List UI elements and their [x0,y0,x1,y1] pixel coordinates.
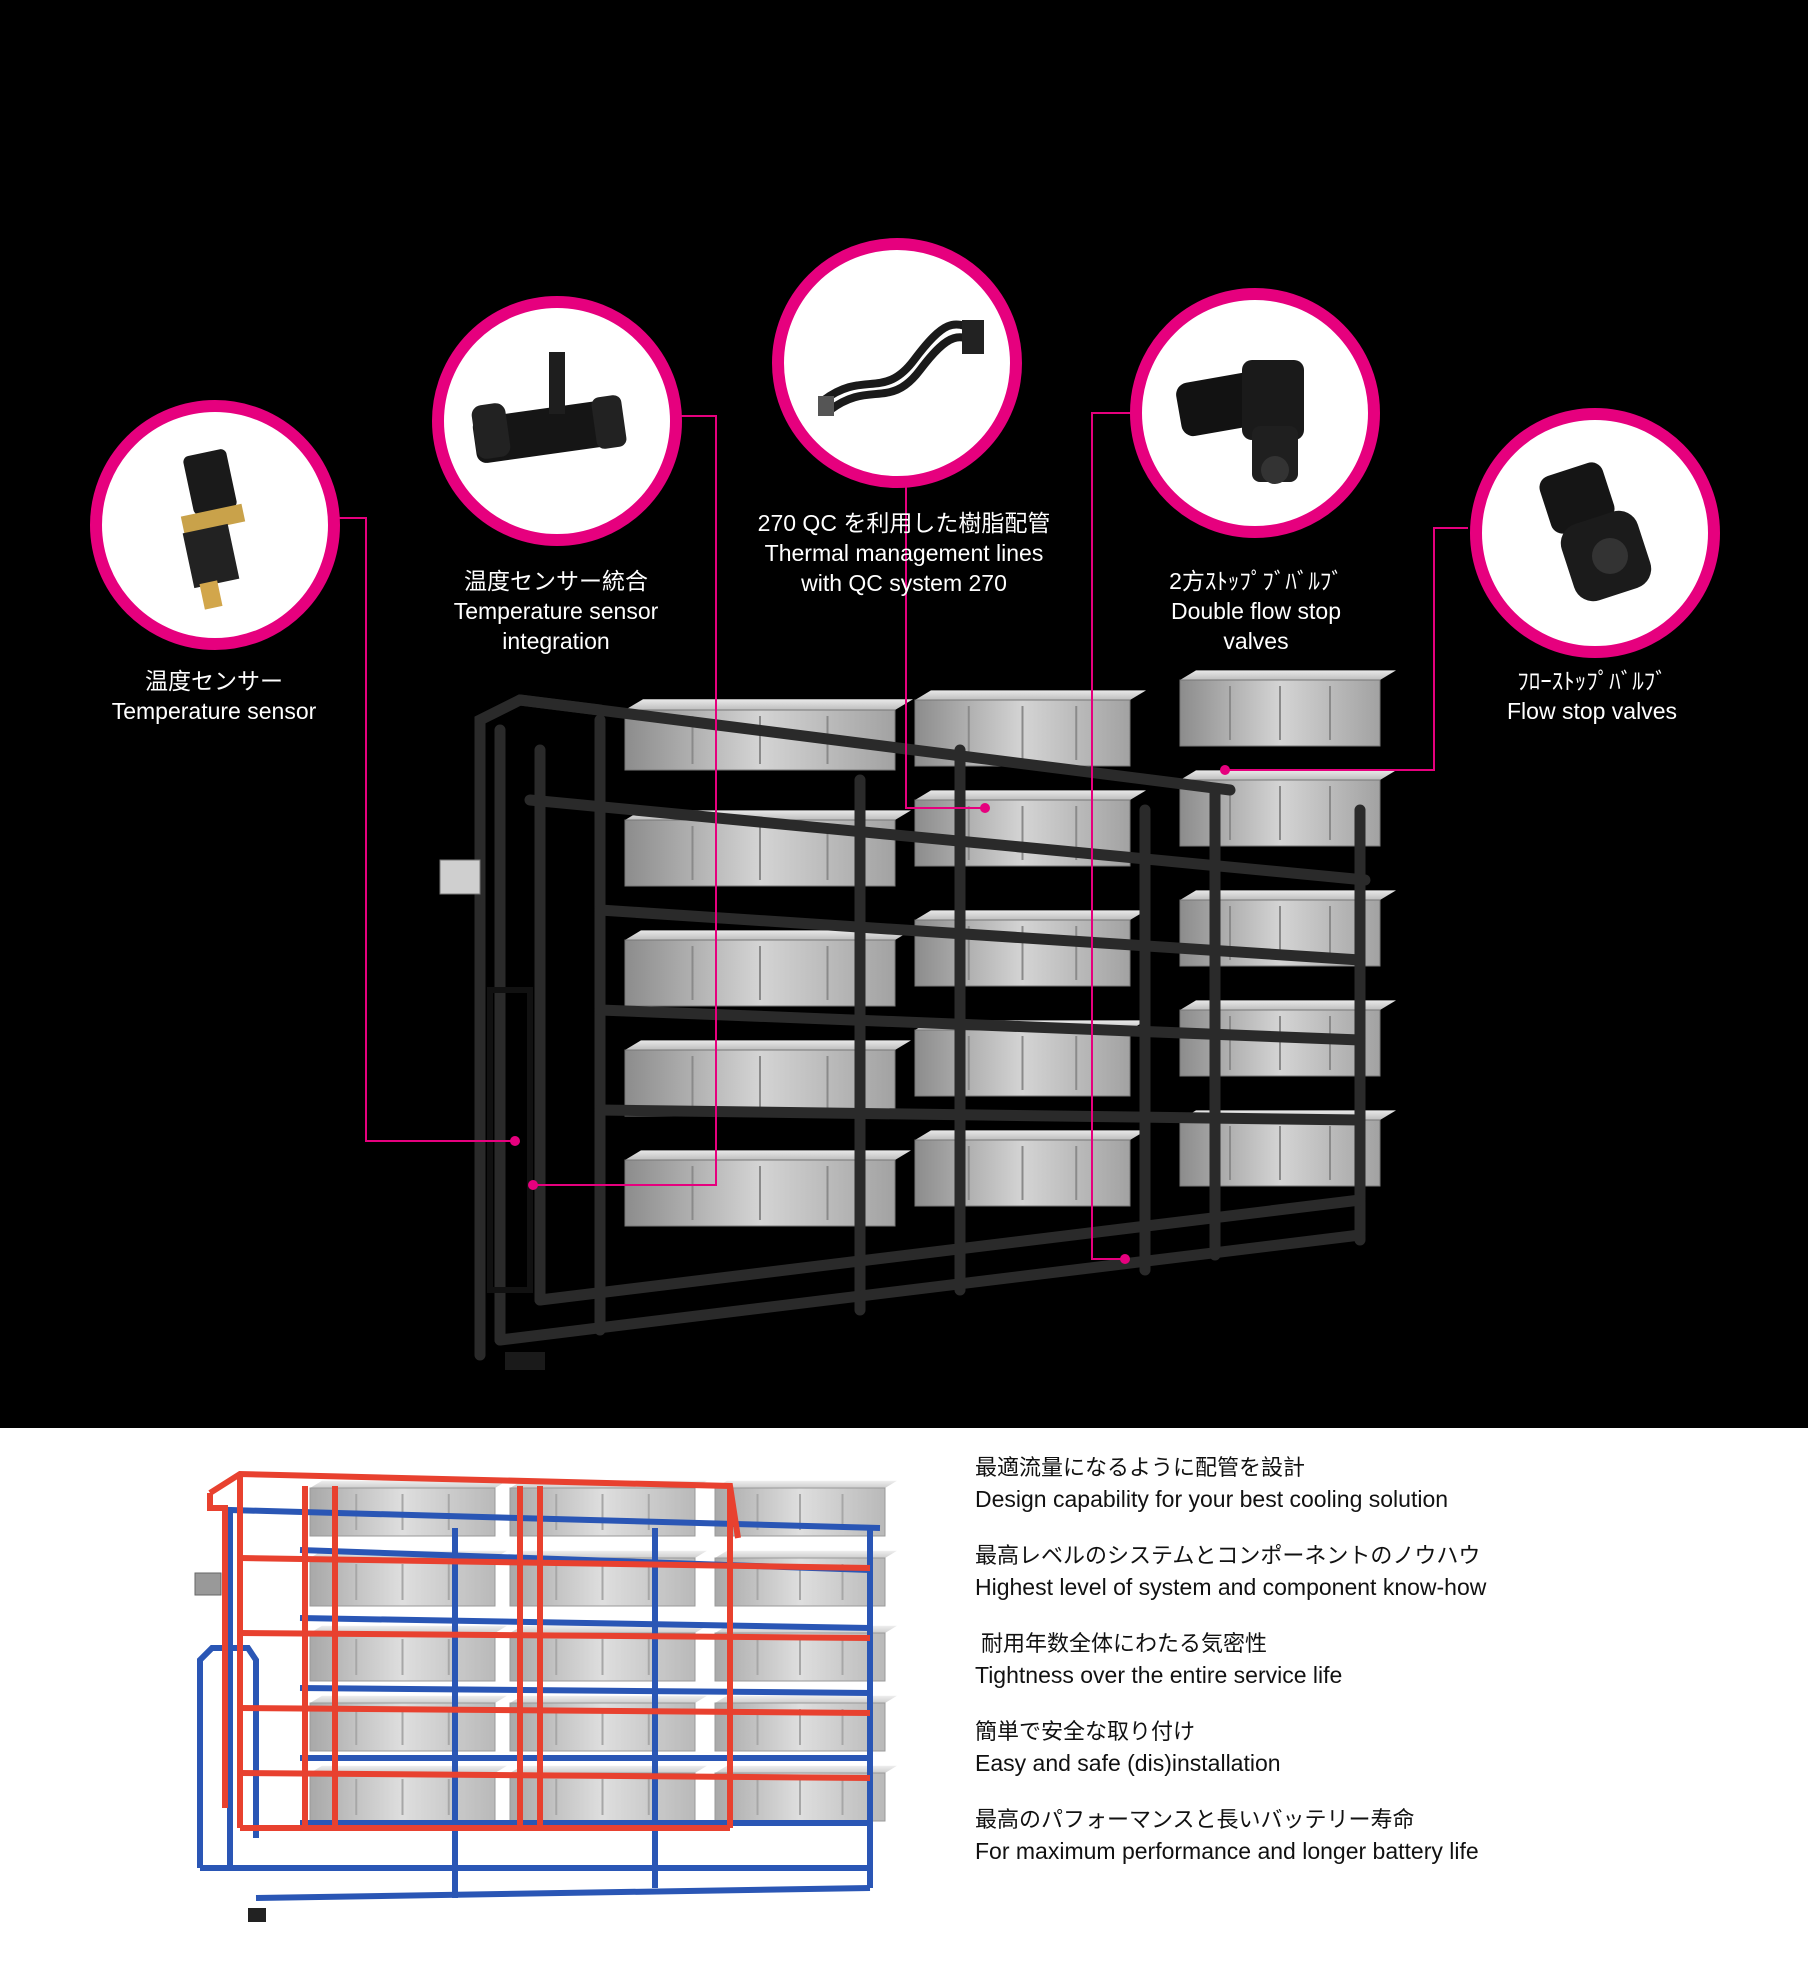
cooling-flow-panel: 最適流量になるように配管を設計 Design capability for yo… [0,1428,1808,1976]
component-label-en: with QC system 270 [801,570,1007,596]
sensor-integration-icon [471,352,627,463]
component-label-ja: 温度センサー [144,668,283,694]
battery-module [714,1625,897,1682]
battery-module [624,1040,911,1117]
feature-ja: 耐用年数全体にわたる気密性 [981,1632,1268,1657]
feature-item: 耐用年数全体にわたる気密性 Tightness over the entire … [975,1630,1775,1690]
feature-ja: 最高レベルのシステムとコンポーネントのノウハウ [975,1544,1481,1569]
component-label-en: Temperature sensor [453,598,659,624]
feature-en: Highest level of system and component kn… [975,1574,1487,1600]
temperature-sensor-icon [180,449,246,610]
feature-ja: 簡単で安全な取り付け [975,1720,1196,1745]
flow-valve-circle [1470,408,1720,658]
feature-item: 最適流量になるように配管を設計 Design capability for yo… [975,1454,1775,1514]
component-label-en: integration [502,628,610,654]
feature-ja: 最高のパフォーマンスと長いバッテリー寿命 [975,1808,1415,1833]
battery-module [309,1480,507,1537]
battery-module [914,1130,1146,1207]
sensor-integration-circle [432,296,682,546]
feature-en: Tightness over the entire service life [975,1662,1343,1688]
battery-module [309,1695,507,1752]
component-label: 2方ｽﾄｯﾌﾟﾌﾞﾊﾞﾙﾌﾞ Double flow stop valves [1169,566,1343,656]
component-label: 温度センサー統合 Temperature sensor integration [454,566,659,656]
component-label-ja: 温度センサー統合 [463,568,648,594]
feature-en: Easy and safe (dis)installation [975,1750,1281,1776]
feature-item: 最高のパフォーマンスと長いバッテリー寿命 For maximum perform… [975,1806,1775,1866]
battery-module [624,930,911,1007]
component-label-ja: 270 QC を利用した樹脂配管 [757,510,1051,536]
battery-module [714,1765,897,1822]
product-overview-panel: 温度センサー Temperature sensor 温度センサー統合 Tempe… [0,0,1808,1428]
feature-item: 簡単で安全な取り付け Easy and safe (dis)installati… [975,1718,1775,1778]
thermal-lines-circle [772,238,1022,488]
double-valve-circle [1130,288,1380,538]
component-label-en: valves [1223,628,1289,654]
feature-item: 最高レベルのシステムとコンポーネントのノウハウ Highest level of… [975,1542,1775,1602]
component-label: 温度センサー Temperature sensor [112,666,317,726]
feature-list: 最適流量になるように配管を設計 Design capability for yo… [975,1454,1775,1894]
component-label-en: Flow stop valves [1506,698,1678,724]
double-valve-icon [1176,360,1304,484]
battery-module [1179,670,1396,747]
component-label: 270 QC を利用した樹脂配管 Thermal management line… [758,508,1051,598]
thermal-lines-icon [818,320,984,416]
feature-ja: 最適流量になるように配管を設計 [975,1456,1306,1481]
flow-valve-icon [1539,462,1652,602]
component-label-ja: 2方ｽﾄｯﾌﾟﾌﾞﾊﾞﾙﾌﾞ [1169,568,1343,594]
component-label-ja: ﾌﾛｰｽﾄｯﾌﾟﾊﾞﾙﾌﾞ [1517,668,1667,694]
feature-en: Design capability for your best cooling … [975,1486,1449,1512]
component-label-en: Temperature sensor [111,698,317,724]
coolant-flow-diagram [194,1470,897,1922]
temperature-sensor-circle [90,400,340,650]
feature-en: For maximum performance and longer batte… [975,1838,1479,1864]
component-label-en: Double flow stop [1170,598,1342,624]
component-label: ﾌﾛｰｽﾄｯﾌﾟﾊﾞﾙﾌﾞ Flow stop valves [1507,666,1677,726]
battery-rack-illustration [330,412,1468,1370]
component-label-en: Thermal management lines [764,540,1044,566]
battery-module [624,1150,911,1227]
